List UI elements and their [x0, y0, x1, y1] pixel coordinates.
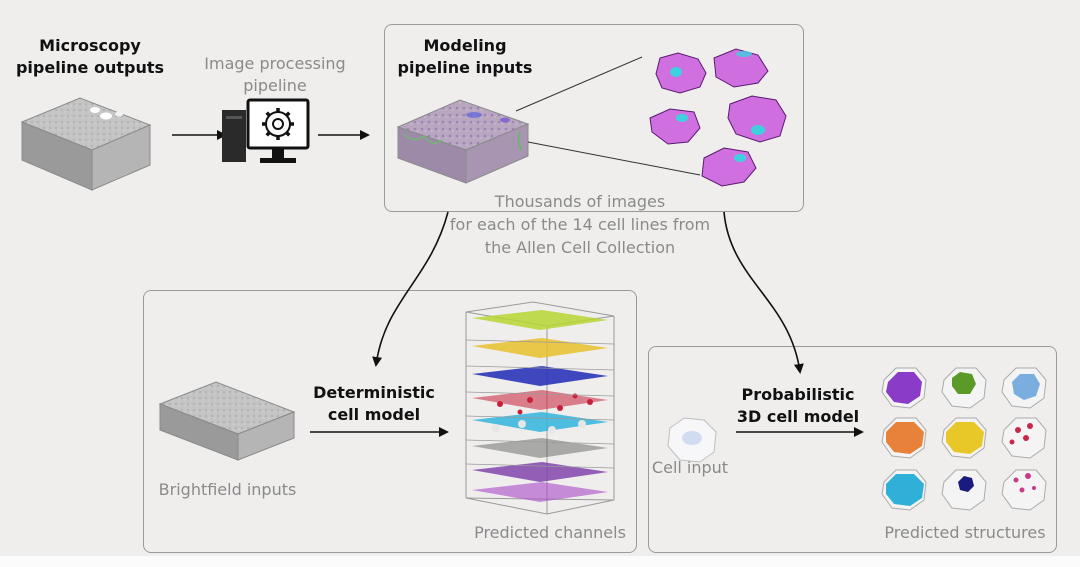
- deterministic-model-line-1: Deterministic: [313, 383, 435, 402]
- image-processing-label: Image processing pipeline: [190, 53, 360, 97]
- thousands-caption: Thousands of images for each of the 14 c…: [430, 190, 730, 259]
- structure-cell-5: [941, 417, 987, 459]
- cell-input-icon: [667, 417, 717, 463]
- microscopy-outputs-label: Microscopy pipeline outputs: [10, 35, 170, 79]
- structure-cell-2: [941, 367, 987, 409]
- structure-cell-1: [881, 367, 927, 409]
- microscopy-outputs-line-1: Microscopy: [39, 36, 141, 55]
- modeling-inputs-line-1: Modeling: [423, 36, 507, 55]
- thousands-caption-line-3: the Allen Cell Collection: [484, 238, 676, 257]
- modeling-inputs-label: Modeling pipeline inputs: [395, 35, 535, 79]
- layered-channels-icon: [465, 301, 615, 515]
- predicted-structures-label: Predicted structures: [884, 523, 1046, 542]
- probabilistic-panel: [648, 346, 1057, 553]
- brightfield-inputs-label: Brightfield inputs: [158, 480, 297, 499]
- structure-cell-4: [881, 417, 927, 459]
- deterministic-model-label: Deterministic cell model: [304, 382, 444, 426]
- structure-cell-8: [941, 469, 987, 511]
- deterministic-panel: [143, 290, 637, 553]
- structure-cell-6: [1001, 417, 1047, 459]
- modeling-inputs-panel: [384, 24, 804, 212]
- predicted-channels-label: Predicted channels: [474, 523, 626, 542]
- cell-input-label: Cell input: [651, 458, 729, 477]
- structure-cell-9: [1001, 469, 1047, 511]
- deterministic-model-line-2: cell model: [327, 405, 421, 424]
- computer-gear-icon: [222, 98, 310, 163]
- microscopy-outputs-line-2: pipeline outputs: [15, 58, 165, 77]
- image-processing-line-2: pipeline: [243, 76, 307, 95]
- structure-cell-3: [1001, 367, 1047, 409]
- probabilistic-model-line-2: 3D cell model: [736, 407, 860, 426]
- modeling-inputs-line-2: pipeline inputs: [397, 58, 533, 77]
- bottom-strip: [0, 556, 1080, 567]
- microscope-volume-icon: [20, 97, 152, 191]
- thousands-caption-line-1: Thousands of images: [494, 192, 666, 211]
- probabilistic-model-line-1: Probabilistic: [741, 385, 855, 404]
- image-processing-line-1: Image processing: [204, 54, 346, 73]
- data-volume-icon: [396, 99, 530, 184]
- structure-cell-7: [881, 469, 927, 511]
- brightfield-volume-icon: [158, 381, 296, 461]
- cell-3d-icon: [649, 48, 787, 187]
- probabilistic-model-label: Probabilistic 3D cell model: [728, 384, 868, 428]
- predicted-structures-grid: [881, 367, 1047, 511]
- thousands-caption-line-2: for each of the 14 cell lines from: [449, 215, 711, 234]
